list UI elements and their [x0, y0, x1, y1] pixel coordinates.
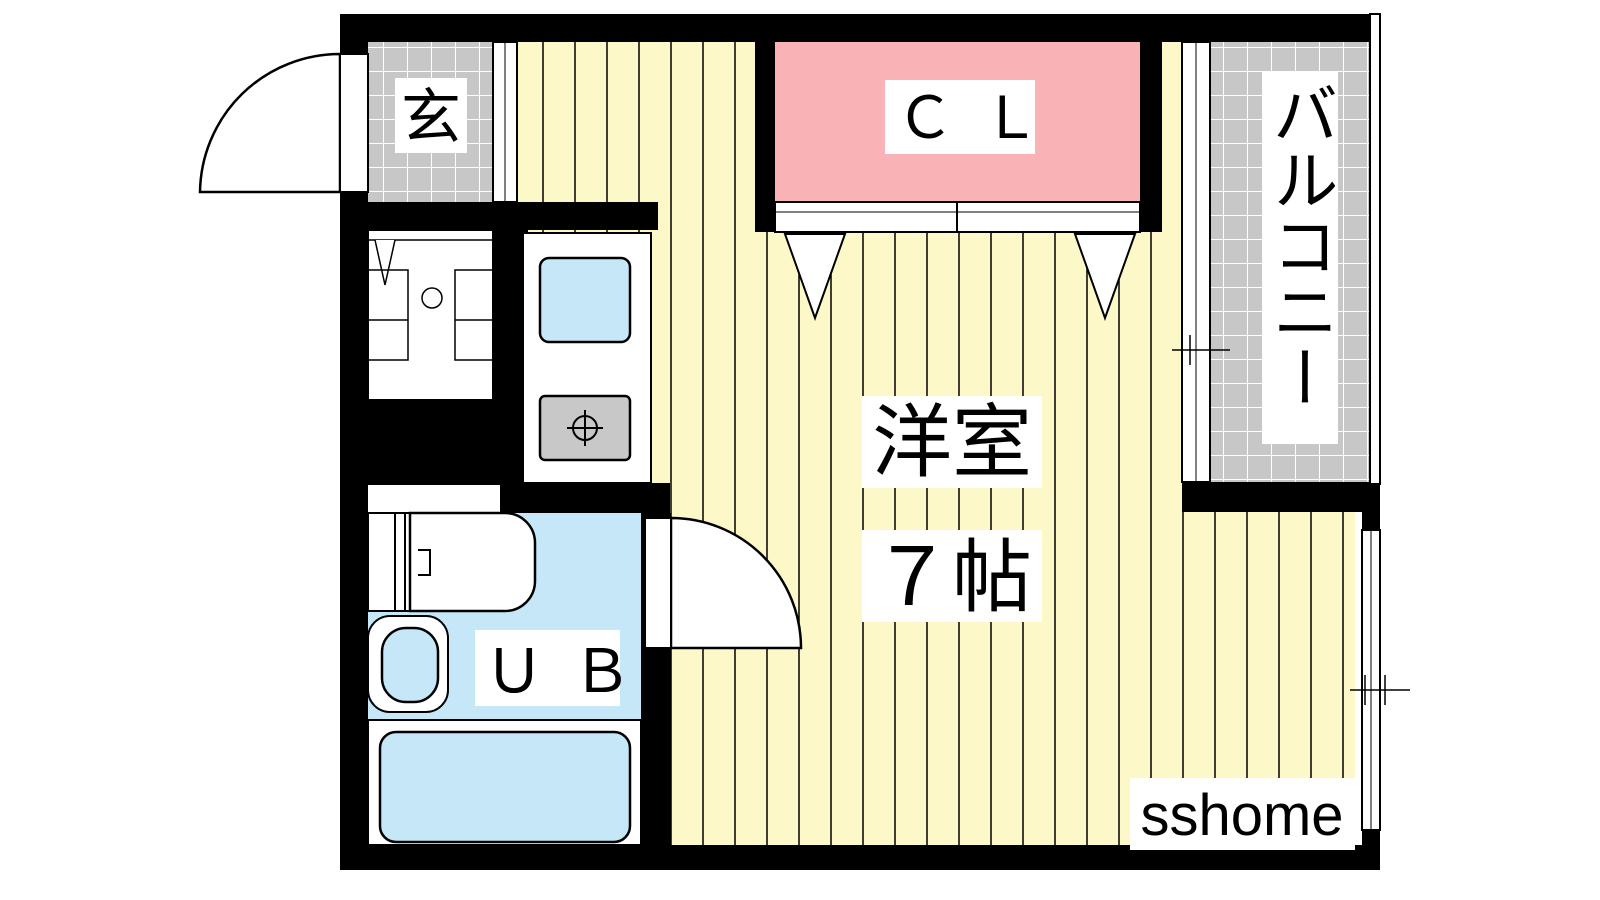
entrance-label: 玄 [395, 78, 467, 153]
western-room-label: 洋室 ７帖 [862, 396, 1042, 624]
right-window [1350, 529, 1410, 831]
balcony-label: バルコニー [1262, 72, 1339, 444]
unit-bath-label: ＵＢ [475, 630, 660, 707]
closet-label: ＣＬ [885, 80, 1068, 154]
watermark: sshome [1130, 778, 1355, 850]
unit-bath-label-text: ＵＢ [484, 637, 660, 707]
bath-door [644, 516, 803, 650]
western-room-name: 洋室 [872, 396, 1032, 489]
balcony-label-text: バルコニー [1262, 80, 1339, 410]
entrance-label-text: 玄 [401, 83, 461, 153]
western-room-size: ７帖 [872, 531, 1032, 624]
watermark-text: sshome [1140, 783, 1343, 848]
entry-door [198, 52, 369, 194]
kitchen [500, 232, 670, 513]
closet-label-text: ＣＬ [896, 84, 1068, 152]
wash-area [367, 229, 528, 485]
